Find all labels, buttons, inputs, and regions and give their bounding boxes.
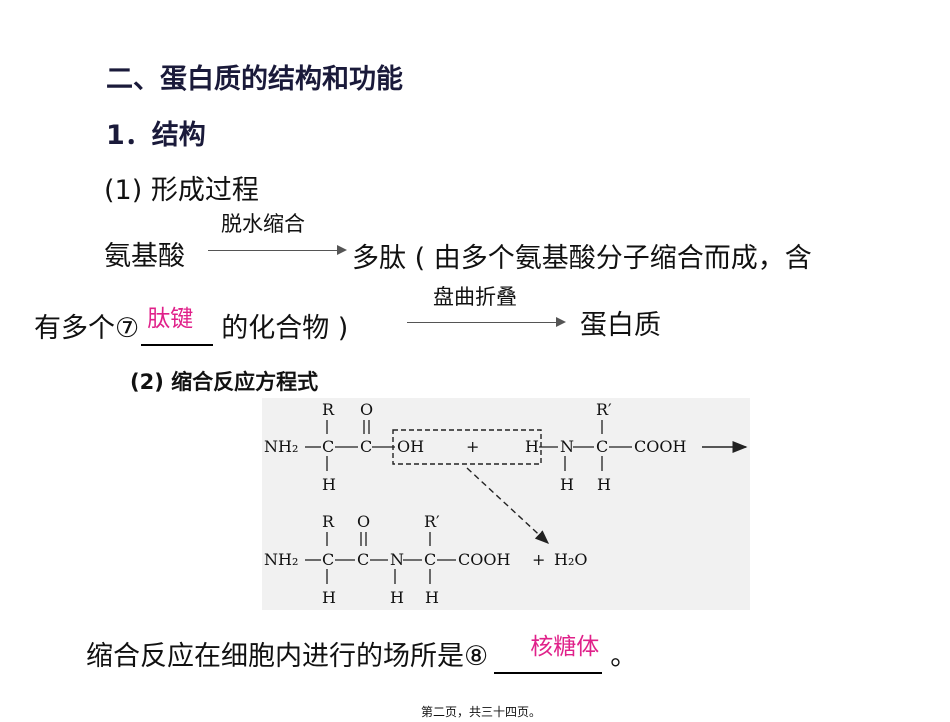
r1-h2: H: [560, 475, 574, 494]
arrow1-shaft: [208, 250, 338, 251]
r1-n: N: [560, 437, 574, 456]
blank-7: 肽键: [141, 306, 214, 346]
page-footer: 第二页，共三十四页。: [421, 705, 542, 719]
flow-end-protein: 蛋白质: [580, 310, 661, 341]
r1-oh: OH: [397, 437, 424, 456]
r1-nh2: NH₂: [264, 437, 298, 456]
condensation-reaction-diagram: R O NH₂ C C OH + H N R′ C COOH H H H R: [262, 398, 750, 610]
subsection-formation: (1) 形成过程: [104, 168, 259, 207]
flow-line2-suffix: 的化合物 ): [221, 313, 349, 344]
r2-n: N: [390, 550, 404, 569]
r1-c2: C: [360, 437, 372, 456]
r1-r-prime: R′: [596, 400, 612, 419]
r2-c2: C: [357, 550, 369, 569]
arrow1-head: [337, 245, 347, 255]
item-structure: 1．结构: [106, 120, 206, 151]
section-title: 二、蛋白质的结构和功能: [106, 64, 403, 95]
r1-h-amine: H: [525, 437, 539, 456]
r1-c3: C: [596, 437, 608, 456]
reaction-site-line: 缩合反应在细胞内进行的场所是⑧ 核糖体 。: [86, 634, 637, 674]
r1-c1: C: [322, 437, 334, 456]
flow-line2: 有多个⑦ 肽键 的化合物 ): [34, 306, 348, 346]
r2-h3: H: [425, 588, 439, 607]
r2-o-label: O: [357, 512, 370, 531]
r2-c1: C: [322, 550, 334, 569]
blank-8: 核糖体: [494, 634, 603, 674]
reaction-svg: R O NH₂ C C OH + H N R′ C COOH H H H R: [264, 400, 748, 607]
arrow2-label: 盘曲折叠: [433, 285, 517, 309]
reaction-site-prefix: 缩合反应在细胞内进行的场所是⑧: [86, 641, 489, 672]
r1-r-label: R: [322, 400, 335, 419]
arrow1-label: 脱水缩合: [221, 212, 305, 236]
arrow2-shaft: [407, 322, 557, 323]
r2-cooh: COOH: [458, 550, 510, 569]
r1-h1: H: [322, 475, 336, 494]
flow-line2-prefix: 有多个⑦: [34, 313, 140, 344]
r2-nh2: NH₂: [264, 550, 298, 569]
r1-cooh: COOH: [634, 437, 686, 456]
subsection-formation-label: (1) 形成过程: [104, 175, 259, 206]
r2-r-prime: R′: [424, 512, 440, 531]
answer-peptide-bond: 肽键: [147, 306, 194, 332]
flow-middle-polypeptide: 多肽 ( 由多个氨基酸分子缩合而成，含: [352, 243, 812, 274]
r2-r-label: R: [322, 512, 335, 531]
answer-ribosome: 核糖体: [530, 634, 600, 660]
r1-plus: +: [466, 437, 479, 456]
subsection-equation: (2) 缩合反应方程式: [130, 366, 318, 396]
arrow2-head: [556, 317, 566, 327]
r2-c3: C: [424, 550, 436, 569]
reaction-site-suffix: 。: [610, 641, 638, 672]
r2-plus: +: [532, 550, 545, 569]
r2-water: H₂O: [554, 550, 587, 569]
r2-h1: H: [322, 588, 336, 607]
water-dashed-arrow: [466, 467, 550, 544]
subsection-equation-label: (2) 缩合反应方程式: [130, 370, 319, 394]
flow-start-amino-acid: 氨基酸: [104, 241, 185, 272]
r1-h3: H: [597, 475, 611, 494]
r2-h2: H: [390, 588, 404, 607]
r1-o-label: O: [360, 400, 373, 419]
